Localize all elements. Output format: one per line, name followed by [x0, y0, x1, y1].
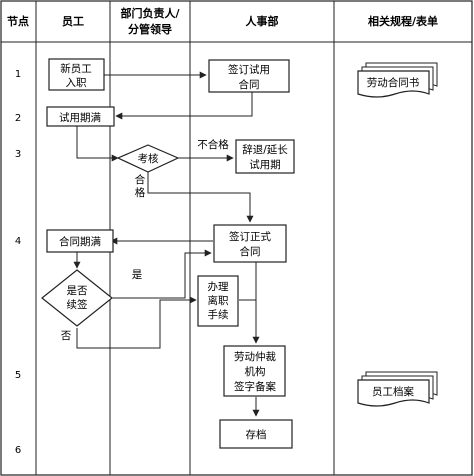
svg-text:手续: 手续 — [208, 308, 229, 321]
process-box-trial-expires: 试用期满 — [46, 106, 115, 127]
decision-assessment: 考核 — [116, 144, 180, 173]
svg-text:存档: 存档 — [246, 428, 267, 441]
svg-text:员工档案: 员工档案 — [372, 385, 414, 398]
label-fail: 不合格 — [197, 138, 229, 151]
svg-text:合同期满: 合同期满 — [59, 235, 101, 248]
svg-text:合同: 合同 — [239, 78, 260, 91]
arrow-renew-yes-to-sign-formal — [112, 249, 212, 299]
svg-text:签字备案: 签字备案 — [234, 380, 276, 393]
svg-text:离职: 离职 — [208, 294, 229, 307]
process-box-dismiss-or-extend: 辞退/延长 试用期 — [235, 139, 295, 174]
arrow-trial-expires-to-assessment — [76, 126, 119, 162]
svg-text:试用期满: 试用期满 — [59, 112, 101, 124]
svg-text:办理: 办理 — [208, 280, 229, 293]
process-box-resignation-procedures: 办理 离职 手续 — [197, 275, 239, 327]
stage-number: 2 — [15, 113, 21, 124]
arrow-resign-to-arbitration — [239, 299, 260, 344]
label-pass: 合 — [135, 173, 146, 186]
process-box-labor-arbitration: 劳动仲裁 机构 签字备案 — [223, 345, 286, 397]
header-docs: 相关规程/表单 — [368, 14, 438, 28]
svg-text:考核: 考核 — [138, 152, 159, 165]
label-yes: 是 — [132, 269, 143, 281]
stage-number: 4 — [15, 236, 21, 247]
process-box-sign-trial-contract: 签订试用 合同 — [208, 59, 290, 93]
svg-text:新员工: 新员工 — [60, 62, 92, 75]
svg-text:签订试用: 签订试用 — [228, 63, 270, 76]
svg-text:续签: 续签 — [67, 298, 88, 311]
header-employee: 员工 — [62, 15, 84, 28]
arrow-sign-trial-to-trial-expires — [115, 92, 253, 120]
decision-renew-contract: 是否 续签 — [41, 269, 113, 327]
process-box-contract-expires: 合同期满 — [46, 229, 114, 253]
process-box-sign-formal-contract: 签订正式 合同 — [213, 224, 287, 263]
label-pass: 格 — [135, 186, 146, 199]
stage-number: 6 — [15, 445, 21, 456]
svg-text:合同: 合同 — [240, 245, 261, 258]
svg-text:入职: 入职 — [66, 77, 87, 89]
process-box-new-employee: 新员工 入职 — [48, 58, 105, 91]
svg-text:劳动合同书: 劳动合同书 — [367, 76, 420, 89]
svg-text:试用期: 试用期 — [249, 159, 281, 171]
svg-text:机构: 机构 — [245, 365, 266, 378]
header-hr: 人事部 — [246, 14, 279, 28]
svg-text:劳动仲裁: 劳动仲裁 — [234, 350, 276, 363]
svg-text:签订正式: 签订正式 — [229, 230, 271, 243]
header-dept-line1: 部门负责人/ — [120, 6, 180, 20]
arrow-renew-no-to-resign — [76, 296, 197, 349]
stage-number: 1 — [15, 69, 21, 80]
svg-text:是否: 是否 — [67, 285, 88, 297]
stage-number: 5 — [15, 370, 21, 381]
header-dept-line2: 分管领导 — [128, 22, 172, 36]
svg-text:辞退/延长: 辞退/延长 — [242, 143, 288, 156]
header-node: 节点 — [7, 14, 29, 28]
document-labor-contract: 劳动合同书 — [357, 62, 438, 98]
arrow-assessment-pass-to-sign-formal — [147, 172, 254, 223]
label-no: 否 — [61, 330, 72, 342]
connectors — [73, 71, 260, 417]
process-box-archive: 存档 — [219, 419, 293, 449]
stage-number: 3 — [15, 149, 21, 160]
document-employee-file: 员工档案 — [357, 371, 438, 407]
